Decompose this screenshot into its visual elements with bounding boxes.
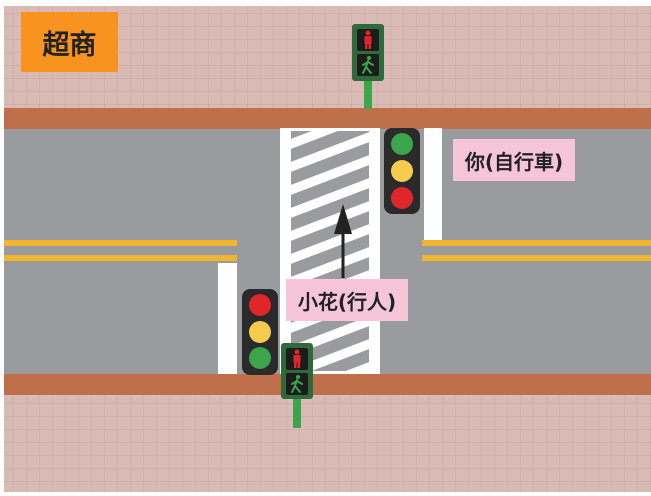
light-yellow-lamp (391, 160, 413, 182)
stop-line-left (218, 263, 237, 374)
walking-direction-arrow (334, 204, 352, 278)
cyclist-label: 你(自行車) (453, 139, 575, 181)
pedestrian-label: 小花(行人) (286, 279, 408, 321)
stop-line-right (424, 128, 442, 240)
stop-person-icon (293, 349, 301, 368)
vehicle-light-bottom (242, 289, 278, 375)
curb-bottom (4, 374, 651, 395)
vehicle-light-top (384, 128, 420, 214)
center-line-right-2 (422, 255, 651, 261)
stop-person-icon (364, 30, 372, 49)
ped-signal-bottom (281, 343, 313, 428)
light-green-lamp (391, 133, 413, 155)
center-line-left-1 (4, 240, 237, 246)
walking-person-icon (362, 56, 374, 74)
walking-person-icon (291, 375, 303, 393)
light-green-lamp (249, 347, 271, 369)
curb-top (4, 108, 651, 129)
light-red-lamp (391, 187, 413, 209)
center-line-left-2 (4, 255, 237, 261)
ped-signal-top (352, 24, 384, 109)
center-line-right-1 (422, 240, 651, 246)
light-yellow-lamp (249, 321, 271, 343)
store-label: 超商 (21, 12, 118, 72)
light-red-lamp (249, 294, 271, 316)
sidewalk-bottom (4, 395, 651, 492)
